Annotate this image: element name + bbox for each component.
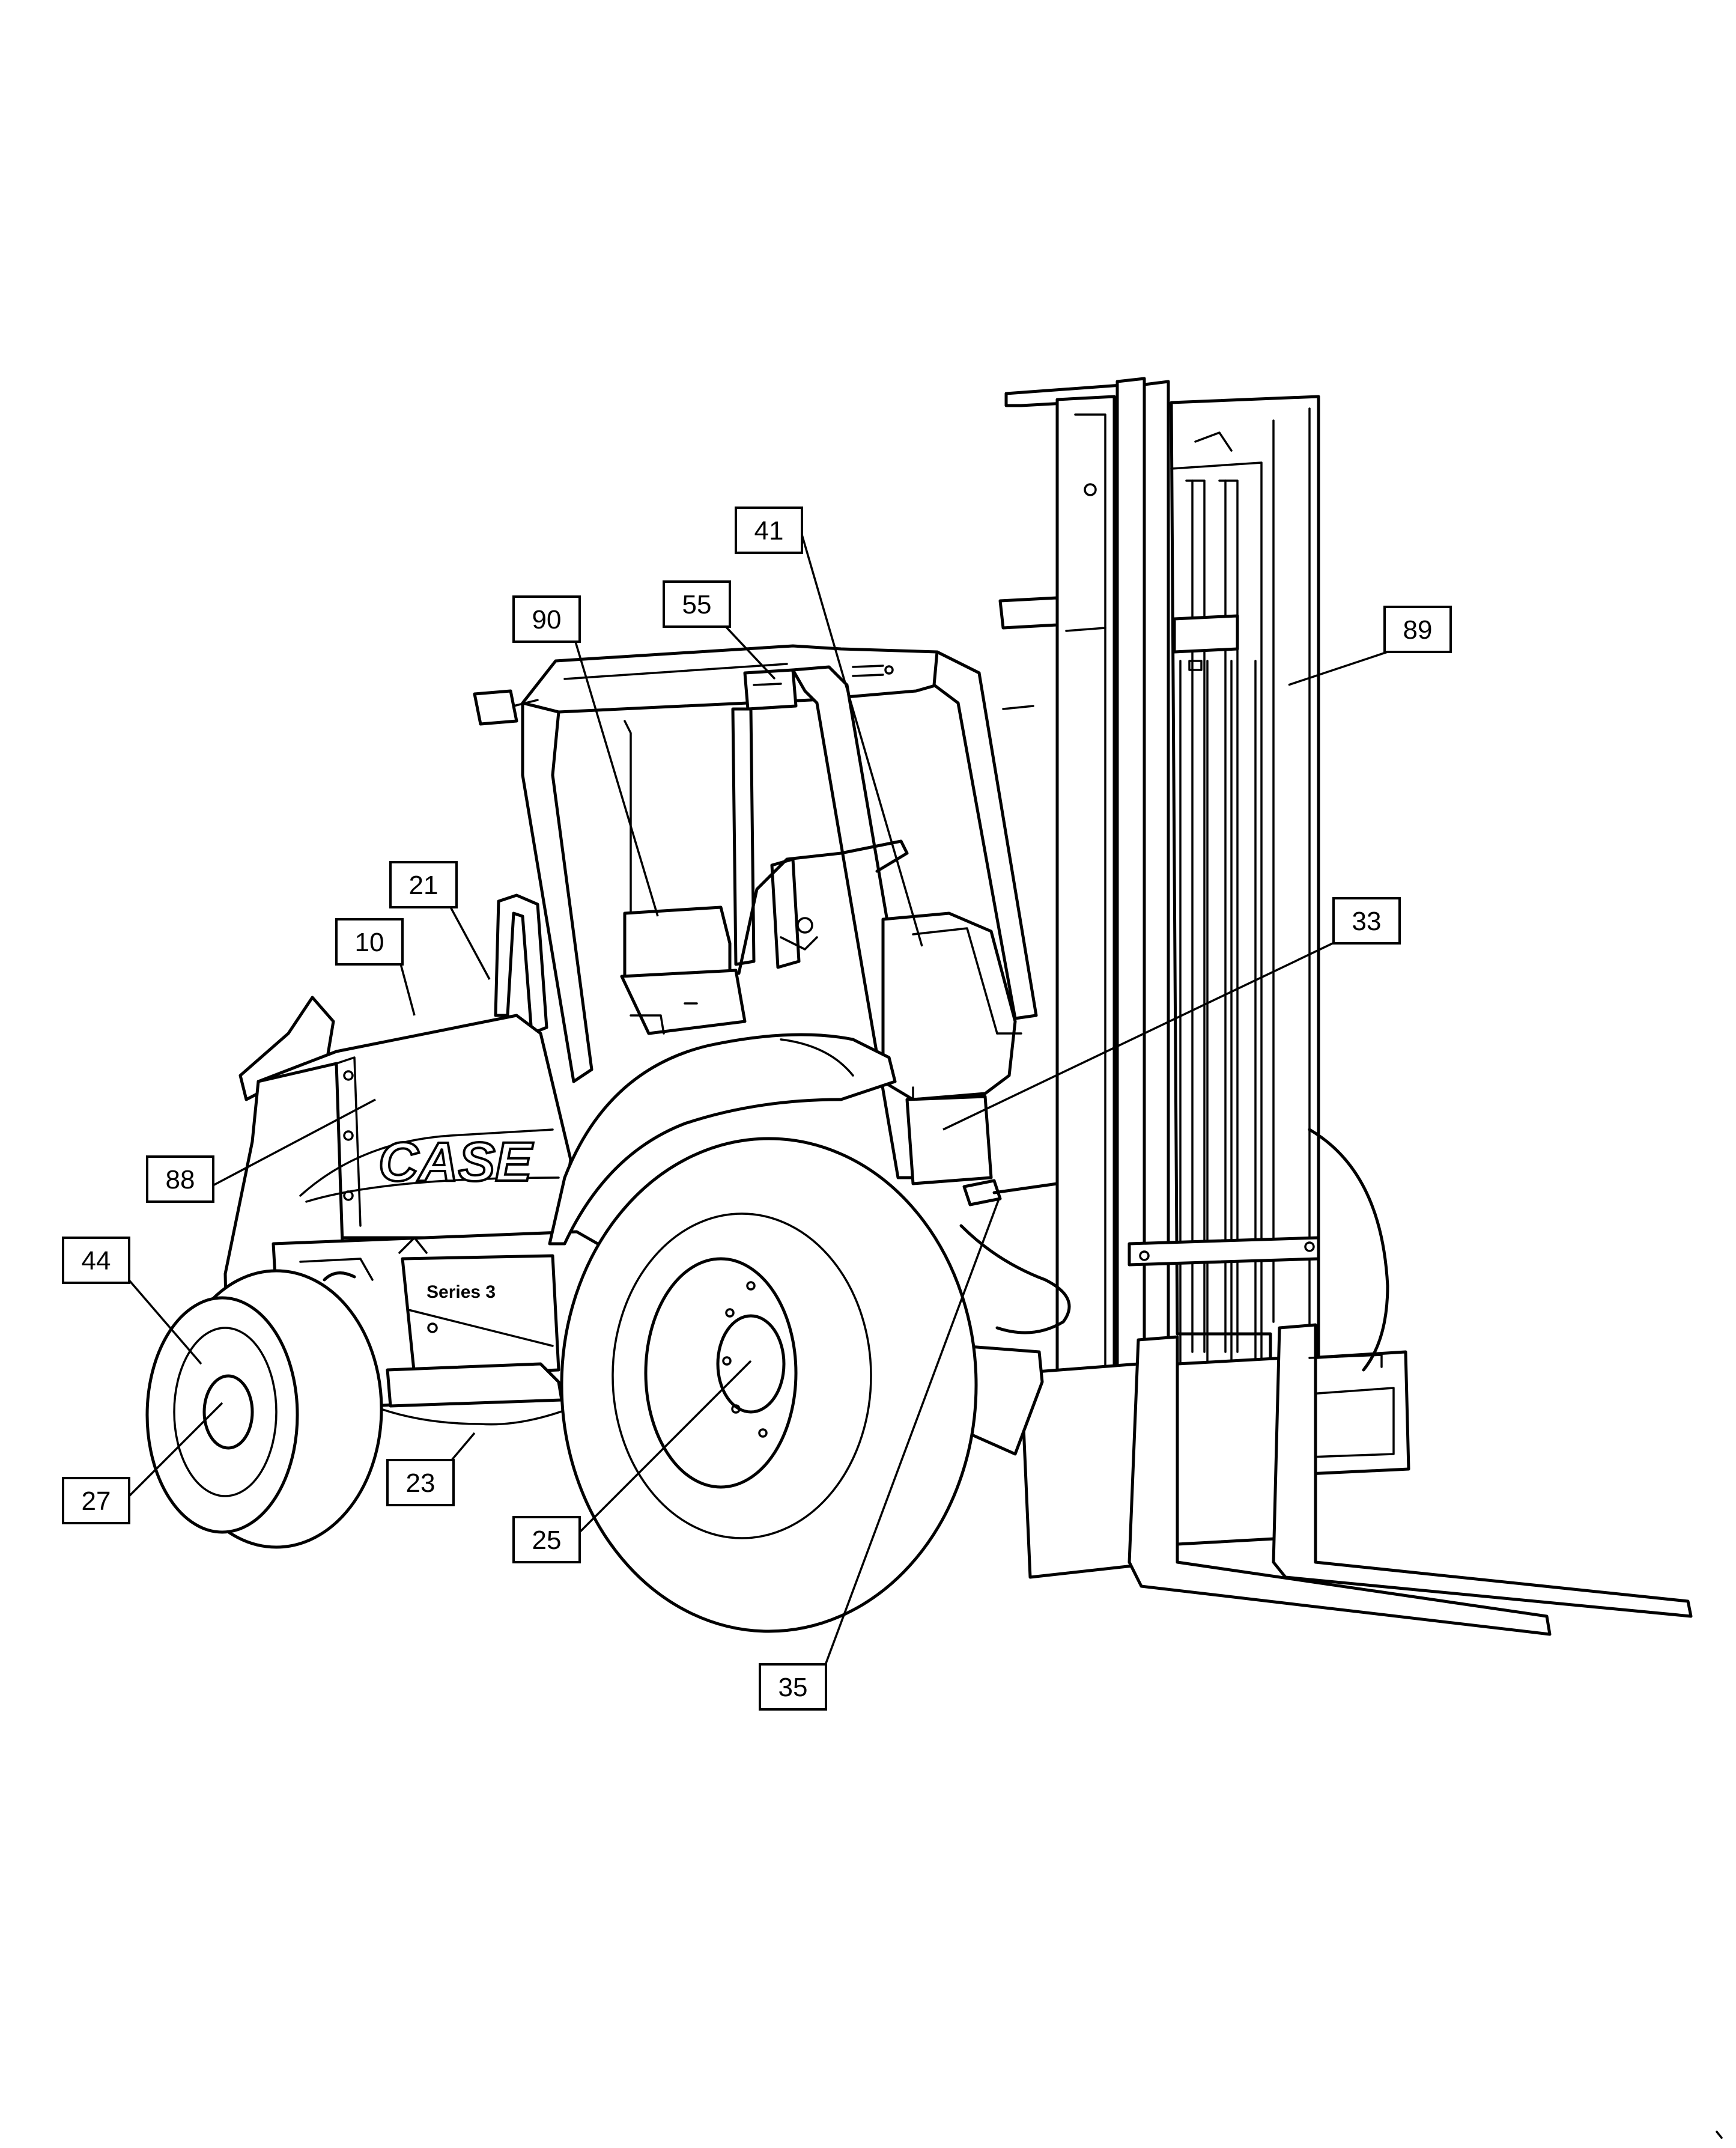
callout-10: 10 [335, 918, 404, 966]
seat-and-controls [620, 839, 1022, 1185]
callout-88: 88 [146, 1155, 214, 1203]
callout-89: 89 [1383, 606, 1452, 653]
svg-text:23: 23 [406, 1468, 436, 1498]
callout-55: 55 [663, 580, 731, 628]
series-decal: Series 3 [426, 1282, 496, 1302]
mast [998, 377, 1320, 1408]
rear-wheel-assembly [145, 1269, 383, 1549]
callout-27: 27 [62, 1477, 130, 1524]
callout-44: 44 [62, 1237, 130, 1284]
case-logo: CASE [378, 1131, 533, 1193]
svg-text:88: 88 [166, 1165, 195, 1194]
leader-lines [125, 534, 1397, 1680]
svg-text:25: 25 [532, 1526, 562, 1555]
callout-23: 23 [386, 1459, 455, 1506]
svg-text:55: 55 [682, 590, 712, 619]
svg-text:35: 35 [778, 1673, 808, 1702]
svg-text:89: 89 [1403, 615, 1433, 645]
callout-35: 35 [759, 1663, 827, 1711]
svg-text:44: 44 [82, 1246, 111, 1276]
svg-text:27: 27 [82, 1486, 111, 1516]
front-wheel-assembly [548, 1033, 1071, 1633]
far-tire [1308, 1128, 1389, 1372]
svg-text:21: 21 [409, 871, 439, 900]
carriage-and-forks [1019, 1323, 1693, 1636]
callout-90: 90 [512, 595, 581, 643]
callout-41: 41 [735, 507, 803, 554]
svg-text:10: 10 [355, 928, 384, 957]
callout-21: 21 [389, 861, 458, 908]
callout-33: 33 [1332, 897, 1401, 945]
svg-text:33: 33 [1352, 907, 1382, 936]
callout-25: 25 [512, 1516, 581, 1563]
svg-text:41: 41 [754, 516, 784, 546]
svg-text:90: 90 [532, 605, 562, 634]
corner-mark [1716, 2131, 1723, 2139]
